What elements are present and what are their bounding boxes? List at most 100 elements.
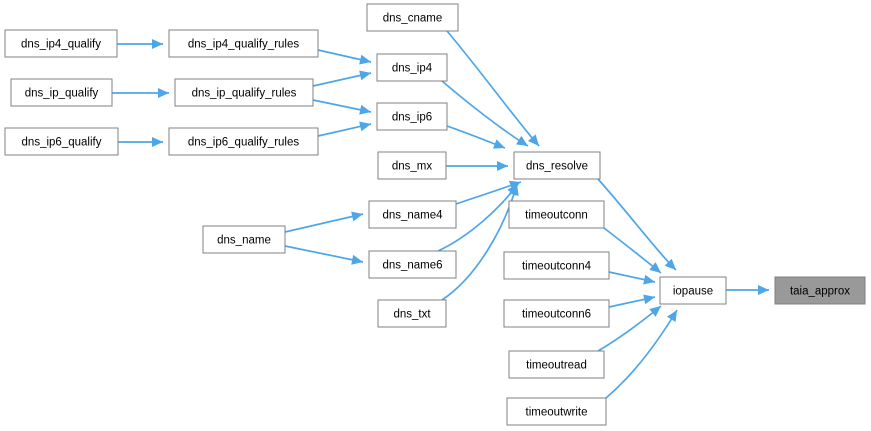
edge-arrowhead [758,285,769,295]
edge-dns_mx-to-dns_resolve [446,161,508,171]
edge-arrowhead [351,254,363,265]
node-box[interactable] [377,151,447,180]
node-dns_ip_qualify_rules[interactable]: dns_ip_qualify_rules [174,78,314,107]
node-dns_resolve[interactable]: dns_resolve [513,151,601,180]
node-label: timeoutconn6 [522,309,591,321]
node-box[interactable] [368,250,457,279]
edge-dns_ip6-to-dns_resolve [446,125,506,149]
edge-dns_ip_qualify_rules-to-dns_ip6 [312,99,372,115]
node-box[interactable] [508,200,605,229]
edge-dns_txt-to-dns_resolve [441,183,519,301]
node-box[interactable] [174,78,314,107]
edge-timeoutconn-to-iopause [603,227,662,274]
node-label: dns_ip6 [392,112,432,124]
edge-arrowhead [158,88,169,98]
node-dns_ip4[interactable]: dns_ip4 [376,53,448,82]
node-dns_ip6_qualify[interactable]: dns_ip6_qualify [4,127,119,156]
node-label: dns_name [217,235,271,247]
edge-arrowhead [649,262,661,273]
edge-dns_ip_qualify_rules-to-dns_ip4 [312,70,372,87]
edge-dns_ip6_qualify_rules-to-dns_ip6 [317,121,372,137]
node-timeoutconn4[interactable]: timeoutconn4 [503,251,610,280]
node-box[interactable] [4,127,119,156]
node-label: dns_resolve [526,161,588,173]
node-dns_txt[interactable]: dns_txt [377,299,447,328]
node-dns_name[interactable]: dns_name [202,225,286,254]
edge-arrowhead [359,70,371,81]
node-box[interactable] [659,276,727,305]
node-dns_ip6[interactable]: dns_ip6 [376,102,448,131]
node-box[interactable] [366,3,459,32]
node-label: timeoutconn4 [522,261,592,273]
edge-dns_resolve-to-iopause [597,178,677,271]
node-dns_ip4_qualify[interactable]: dns_ip4_qualify [4,29,118,58]
node-label: dns_mx [392,161,433,173]
edge-timeoutread-to-iopause [597,305,662,352]
node-box[interactable] [376,53,448,82]
edge-dns_cname-to-dns_resolve [446,30,540,147]
node-label: dns_cname [383,13,442,25]
node-dns_ip6_qualify_rules[interactable]: dns_ip6_qualify_rules [168,127,319,156]
node-label: dns_txt [393,309,431,321]
edge-arrowhead [643,294,655,305]
node-box[interactable] [376,102,448,131]
node-box[interactable] [10,78,113,107]
edge-arrowhead [492,139,505,149]
edge-arrowhead [528,134,539,146]
node-dns_cname[interactable]: dns_cname [366,3,459,32]
node-label: dns_name6 [382,260,442,272]
edge-dns_ip4_qualify_rules-to-dns_ip4 [317,49,372,65]
edge-dns_name-to-dns_name4 [284,211,364,233]
node-box[interactable] [4,29,118,58]
node-label: timeoutwrite [526,407,588,419]
edge-arrowhead [152,39,163,49]
node-layer: dns_ip4_qualify dns_ip_qualify dns_ip6_qua… [4,3,866,426]
edge-arrowhead [516,135,528,146]
edge-arrowhead [643,274,655,285]
node-box[interactable] [503,299,610,328]
node-box[interactable] [513,151,601,180]
edge-dns_ip6_qualify-to-dns_ip6_qualify_rules [118,137,163,147]
edge-dns_ip4-to-dns_resolve [441,80,529,147]
node-timeoutconn6[interactable]: timeoutconn6 [503,299,610,328]
node-iopause[interactable]: iopause [659,276,727,305]
node-label: dns_ip4_qualify_rules [188,39,299,51]
edge-dns_ip_qualify-to-dns_ip_qualify_rules [112,88,169,98]
node-box[interactable] [503,251,610,280]
node-dns_ip4_qualify_rules[interactable]: dns_ip4_qualify_rules [168,29,319,58]
node-dns_name6[interactable]: dns_name6 [368,250,457,279]
edge-arrowhead [359,54,371,65]
node-label: dns_name4 [382,210,443,222]
edge-arrowhead [664,258,676,270]
node-timeoutwrite[interactable]: timeoutwrite [506,397,607,426]
node-label: dns_ip6_qualify [22,137,102,149]
node-box[interactable] [774,276,866,305]
node-label: dns_ip_qualify [25,88,99,100]
node-label: dns_ip4 [392,63,433,75]
node-dns_mx[interactable]: dns_mx [377,151,447,180]
edge-dns_ip4_qualify-to-dns_ip4_qualify_rules [117,39,163,49]
edge-arrowhead [359,104,371,115]
node-label: timeoutconn [525,210,588,222]
edge-timeoutwrite-to-iopause [605,309,678,399]
node-box[interactable] [368,200,457,229]
node-box[interactable] [506,397,607,426]
node-dns_ip_qualify[interactable]: dns_ip_qualify [10,78,113,107]
node-box[interactable] [168,127,319,156]
node-dns_name4[interactable]: dns_name4 [368,200,457,229]
edge-layer [112,30,769,399]
node-box[interactable] [202,225,286,254]
node-box[interactable] [168,29,319,58]
edge-arrowhead [667,310,677,322]
node-label: timeoutread [526,360,587,372]
node-box[interactable] [377,299,447,328]
node-timeoutconn[interactable]: timeoutconn [508,200,605,229]
edge-arrowhead [351,211,363,222]
edge-arrowhead [359,121,371,132]
node-taia_approx[interactable]: taia_approx [774,276,866,305]
node-timeoutread[interactable]: timeoutread [508,350,605,379]
node-box[interactable] [508,350,605,379]
node-label: dns_ip_qualify_rules [192,88,297,100]
